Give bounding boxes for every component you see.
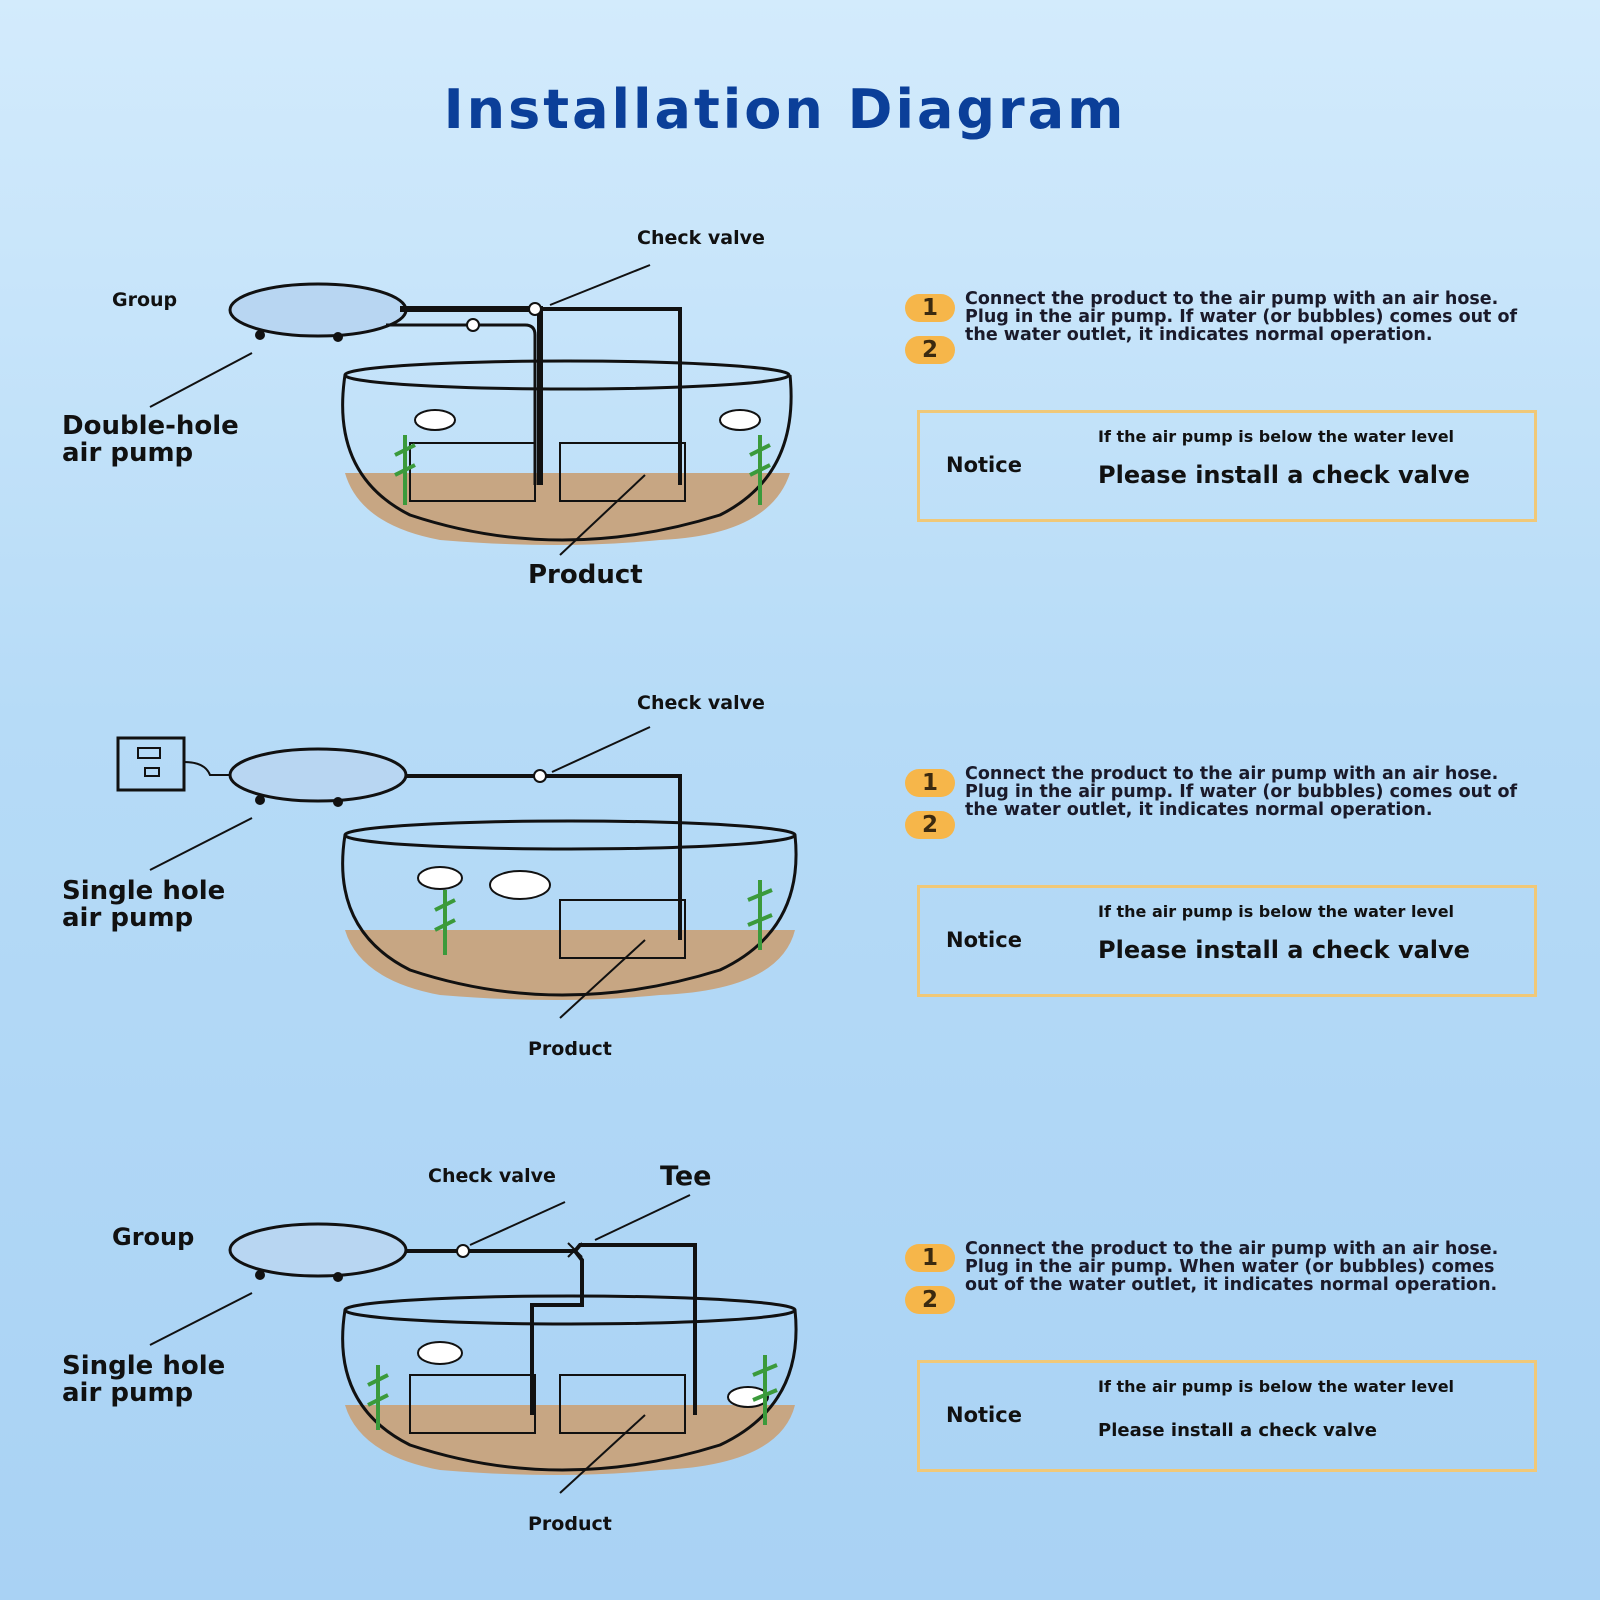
air-hose <box>405 774 682 940</box>
tee-aquarium-illustration <box>149 1194 798 1494</box>
notice-condition: If the air pump is below the water level <box>1098 1377 1455 1396</box>
product-label: Product <box>528 1513 612 1535</box>
tank-rim <box>343 819 797 851</box>
tank-bowl <box>341 1309 798 1472</box>
notice-box: Notice If the air pump is below the wate… <box>917 1360 1537 1472</box>
step-badge-2: 2 <box>905 1286 955 1314</box>
plant-icon <box>394 435 416 505</box>
fish-icon <box>719 409 761 431</box>
air-hose-branch-left <box>530 1249 584 1415</box>
check-valve-label: Check valve <box>637 692 765 714</box>
notice-box: Notice If the air pump is below the wate… <box>917 885 1537 997</box>
tee-label: Tee <box>660 1161 712 1192</box>
step-text: Connect the product to the air pump with… <box>965 289 1518 345</box>
plant-icon <box>749 435 771 505</box>
air-hose-branch-right <box>573 1243 697 1415</box>
group-label: Group <box>112 1223 195 1251</box>
double-hole-aquarium-illustration <box>149 264 793 556</box>
plant-icon <box>434 890 456 955</box>
product-label: Product <box>528 1038 612 1060</box>
notice-label: Notice <box>946 928 1022 952</box>
check-valve-icon <box>528 302 542 316</box>
page-title: Installation Diagram <box>443 78 1127 141</box>
notice-instruction: Please install a check valve <box>1098 1420 1377 1441</box>
check-valve-icon <box>533 769 547 783</box>
power-outlet-icon <box>116 736 186 792</box>
product-unit-1 <box>409 1374 536 1434</box>
check-valve-label: Check valve <box>428 1165 556 1187</box>
pump-label: Single hole air pump <box>62 876 226 933</box>
tank-bowl <box>341 374 793 542</box>
tank-rim <box>343 359 791 391</box>
notice-label: Notice <box>946 453 1022 477</box>
plant-icon <box>752 1355 778 1425</box>
pump-label: Double-hole air pump <box>62 411 239 468</box>
product-unit-2 <box>559 442 686 502</box>
step-badge-1: 1 <box>905 1244 955 1272</box>
air-pump-body <box>228 1222 408 1278</box>
notice-instruction: Please install a check valve <box>1098 461 1470 489</box>
tank-sand <box>345 473 790 545</box>
plant-icon <box>747 880 773 950</box>
notice-instruction: Please install a check valve <box>1098 936 1470 964</box>
pump-label: Single hole air pump <box>62 1351 226 1408</box>
product-unit-2 <box>559 1374 686 1434</box>
check-valve-icon <box>456 1244 470 1258</box>
fish-icon <box>489 870 551 900</box>
check-valve-label: Check valve <box>637 227 765 249</box>
tee-icon <box>567 1242 583 1258</box>
notice-condition: If the air pump is below the water level <box>1098 902 1455 921</box>
product-label: Product <box>528 560 643 590</box>
step-badge-1: 1 <box>905 769 955 797</box>
plant-icon <box>367 1365 389 1430</box>
notice-box: Notice If the air pump is below the wate… <box>917 410 1537 522</box>
fish-icon <box>417 1341 463 1365</box>
single-hole-aquarium-illustration <box>116 726 798 1019</box>
fish-icon <box>417 866 463 890</box>
air-hose-1 <box>400 306 543 485</box>
notice-condition: If the air pump is below the water level <box>1098 427 1455 446</box>
step-text: Connect the product to the air pump with… <box>965 764 1518 820</box>
air-pump-body <box>228 747 408 803</box>
step-badge-1: 1 <box>905 294 955 322</box>
step-badge-2: 2 <box>905 811 955 839</box>
product-unit-1 <box>409 442 536 502</box>
air-hose-2 <box>386 323 537 485</box>
fish-icon <box>414 409 456 431</box>
power-cord <box>183 761 232 776</box>
group-label: Group <box>112 289 178 311</box>
air-pump-body <box>228 282 408 338</box>
notice-label: Notice <box>946 1403 1022 1427</box>
air-hose-3 <box>540 307 682 485</box>
fish-icon <box>727 1386 769 1408</box>
tank-bowl <box>341 834 798 997</box>
step-badge-2: 2 <box>905 336 955 364</box>
step-text: Connect the product to the air pump with… <box>965 1239 1499 1295</box>
tank-rim <box>343 1294 797 1326</box>
product-unit <box>559 899 686 959</box>
